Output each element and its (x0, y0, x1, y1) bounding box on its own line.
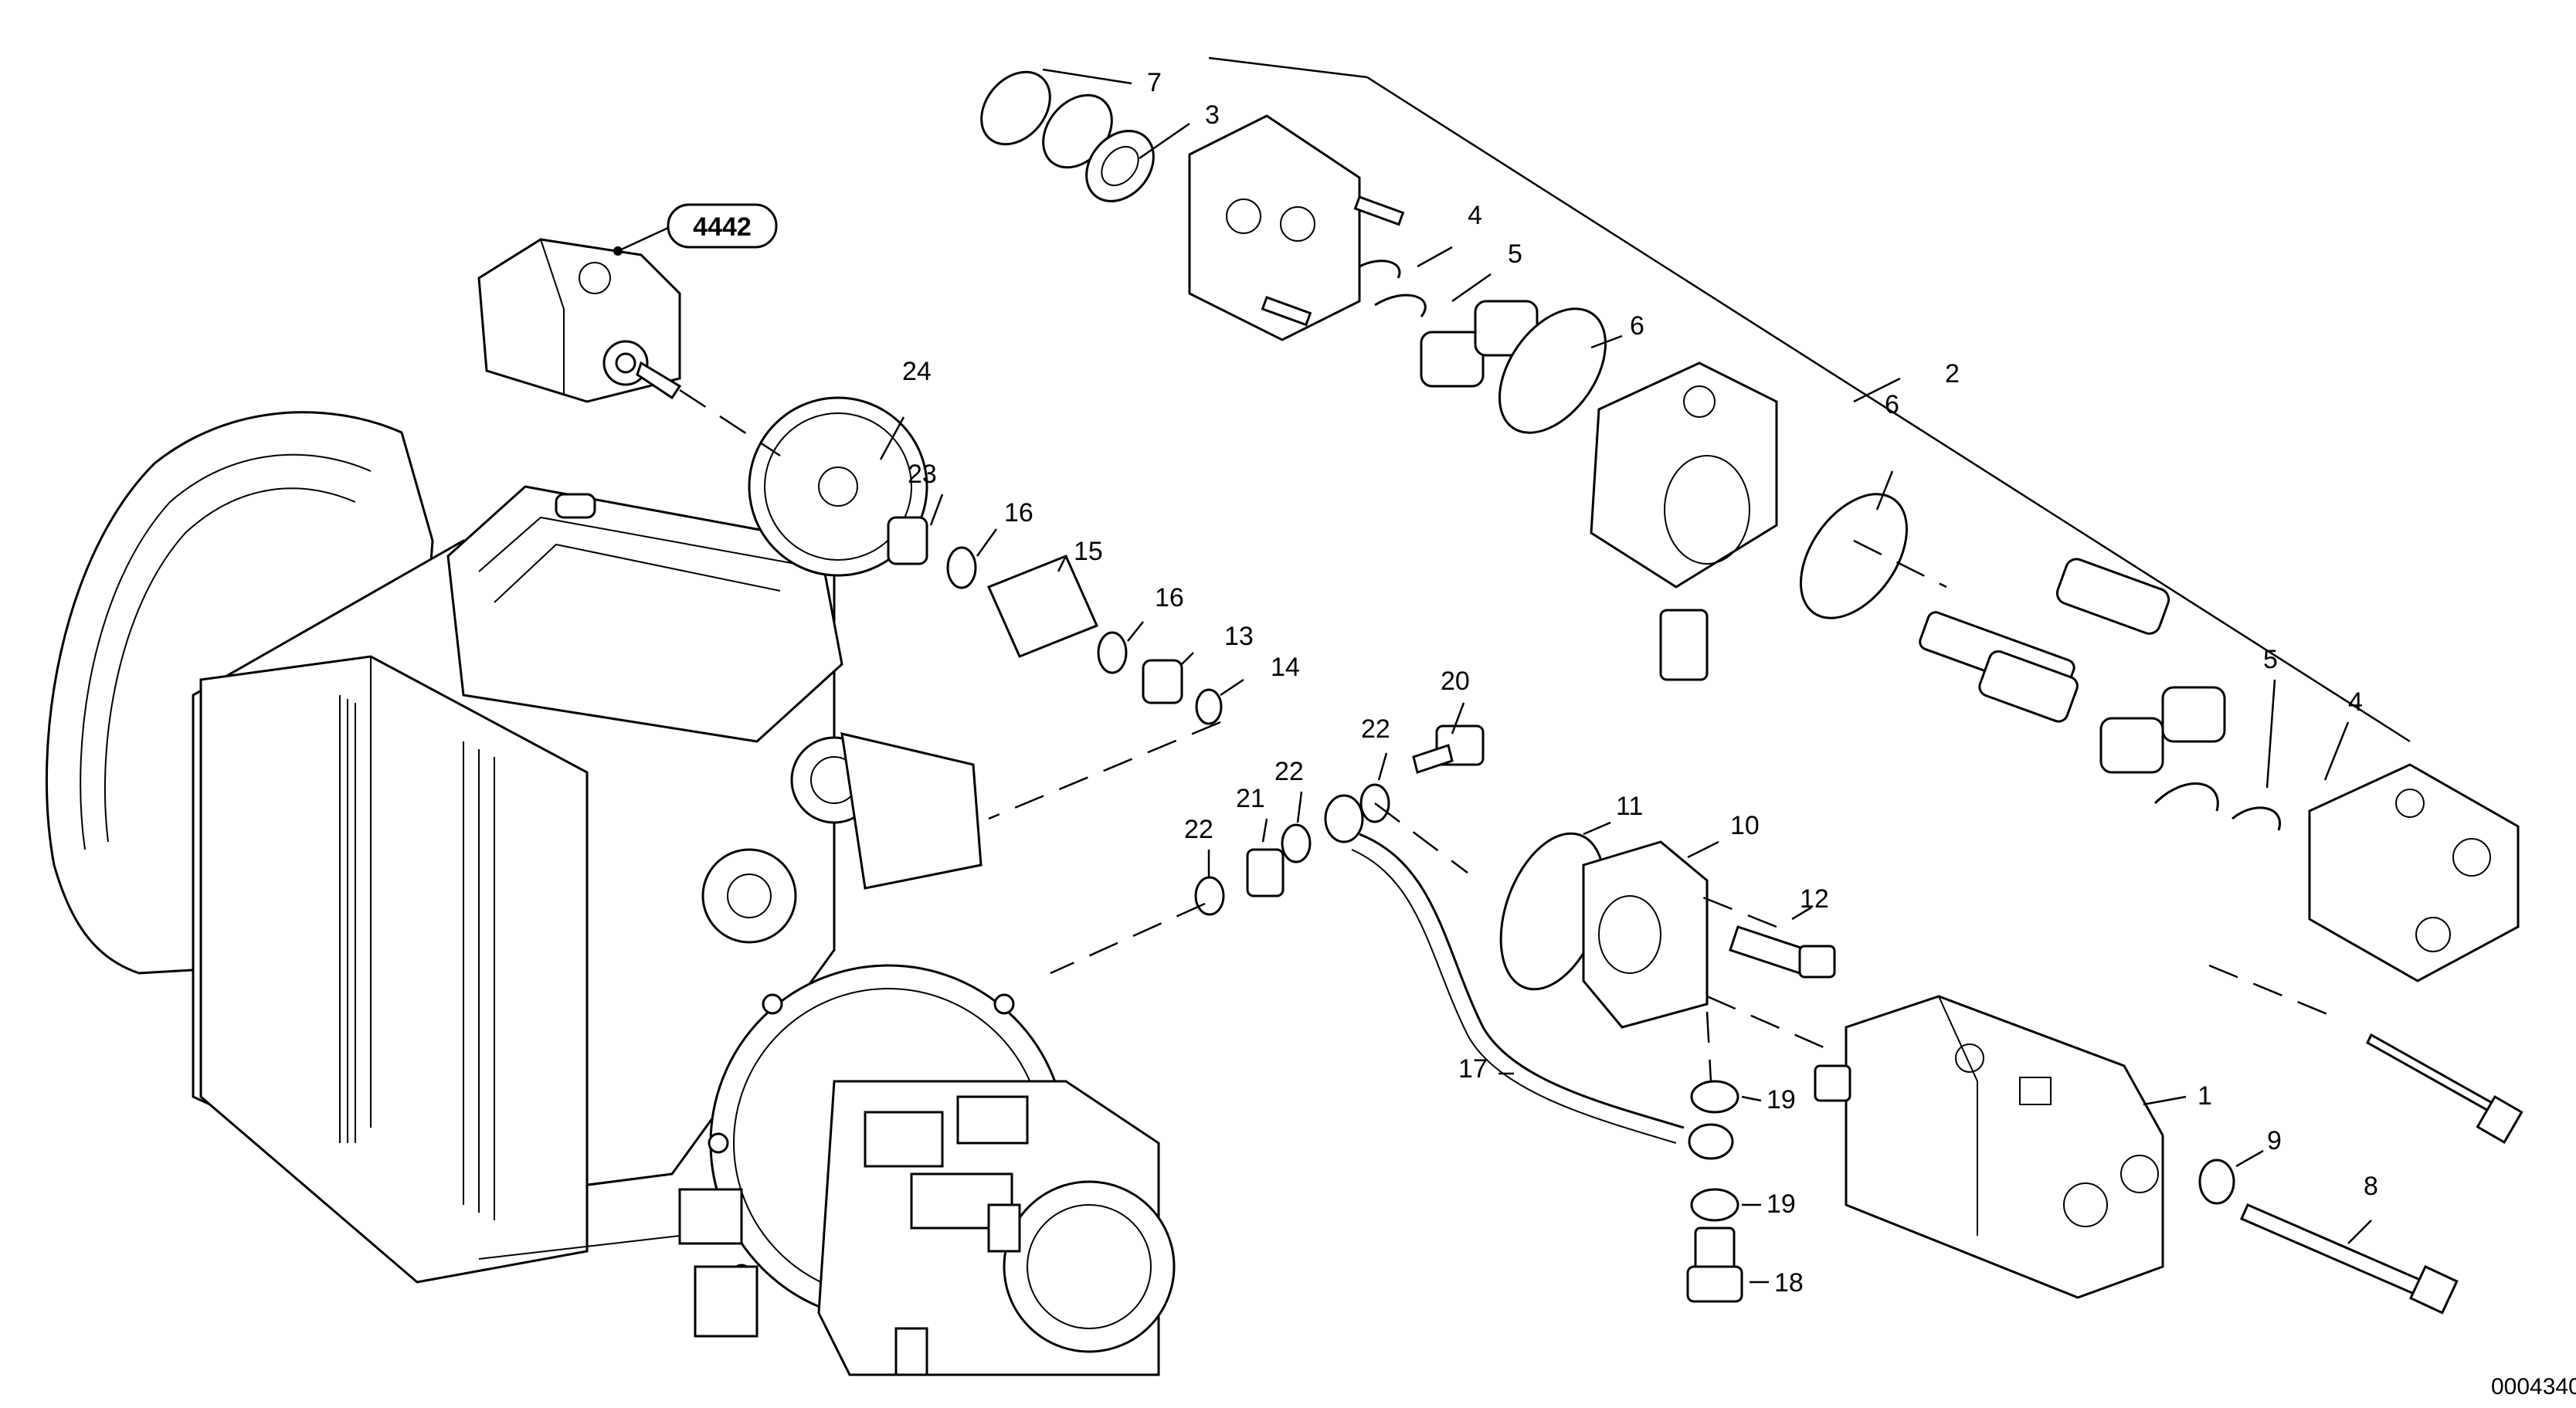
callout-4-upper: 4 (1468, 201, 1482, 230)
callout-13: 13 (1224, 622, 1254, 651)
callout-23: 23 (908, 460, 937, 489)
callout-14: 14 (1271, 653, 1300, 682)
callout-12: 12 (1800, 884, 1829, 914)
callout-20: 20 (1441, 667, 1470, 696)
callout-3: 3 (1205, 100, 1220, 130)
callout-22-mid: 22 (1274, 757, 1304, 786)
callout-22-low: 22 (1184, 815, 1213, 844)
auxiliary-pump-4442 (477, 238, 682, 403)
callout-5-lower: 5 (2263, 645, 2278, 674)
engine-assembly (45, 411, 1176, 1376)
badge-dot (613, 246, 623, 256)
document-number: 00043401 (2491, 1374, 2576, 1400)
callout-24: 24 (902, 357, 932, 386)
callout-6-upper: 6 (1630, 311, 1644, 341)
callout-19-upper: 19 (1767, 1085, 1796, 1115)
reference-badge-frame (667, 203, 778, 249)
badge-leader (617, 226, 669, 253)
assembly-lines (679, 388, 2341, 1082)
callout-9: 9 (2267, 1126, 2282, 1155)
callout-16-upper: 16 (1004, 498, 1033, 528)
callout-2: 2 (1945, 359, 1960, 388)
gear-train-parts (748, 396, 1223, 725)
callout-5-upper: 5 (1508, 239, 1522, 269)
callout-11: 11 (1616, 792, 1643, 821)
callout-15: 15 (1074, 537, 1103, 566)
callout-19-lower: 19 (1767, 1189, 1796, 1219)
callout-4-lower: 4 (2348, 687, 2363, 717)
callout-22-top: 22 (1361, 714, 1390, 744)
callout-16-lower: 16 (1155, 583, 1184, 612)
callout-10: 10 (1730, 811, 1760, 840)
callout-8: 8 (2364, 1172, 2378, 1201)
callout-1: 1 (2198, 1081, 2212, 1111)
callout-17: 17 (1458, 1054, 1488, 1084)
lower-pump-parts (1194, 724, 2459, 1315)
reference-badge: 4442 (693, 212, 752, 242)
callout-18: 18 (1774, 1268, 1804, 1298)
callout-6-lower: 6 (1885, 390, 1899, 419)
upper-pump-parts (980, 70, 2523, 1145)
callout-7: 7 (1147, 68, 1162, 97)
leader-lines (879, 56, 2411, 1284)
callout-21: 21 (1236, 784, 1265, 813)
